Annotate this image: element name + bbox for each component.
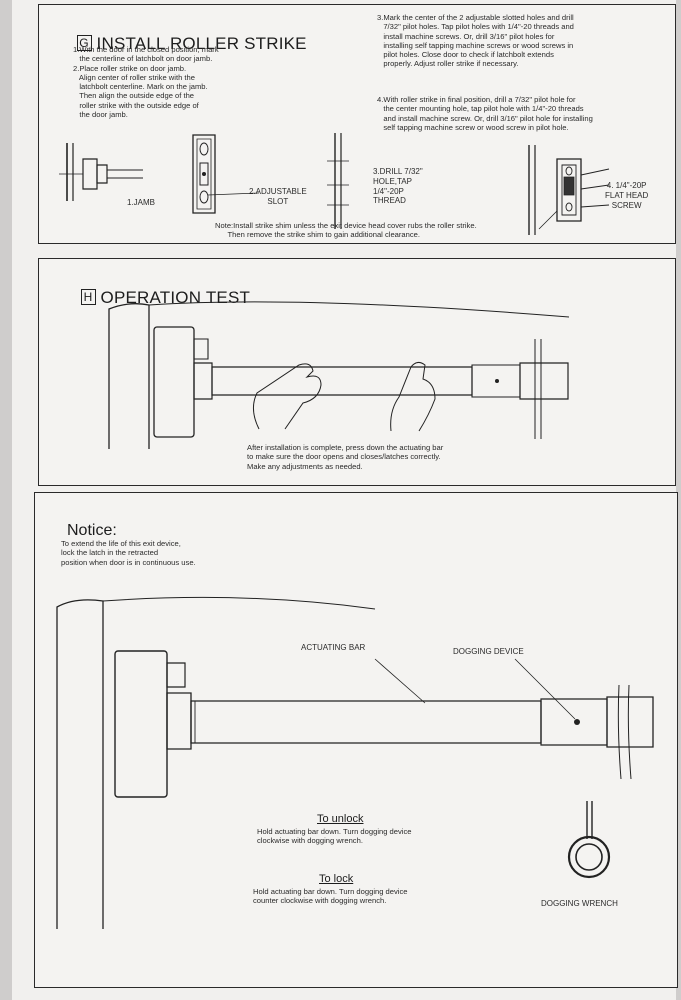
section-g-step-3: 3.Mark the center of the 2 adjustable sl… bbox=[377, 13, 574, 69]
notice-body: To extend the life of this exit device, … bbox=[61, 539, 196, 567]
section-notice-dogging: Notice: To extend the life of this exit … bbox=[34, 492, 678, 988]
label-actuating-bar: ACTUATING BAR bbox=[301, 643, 366, 652]
label-drill-hole: 3.DRILL 7/32" HOLE,TAP 1/4"-20P THREAD bbox=[373, 167, 423, 206]
label-jamb: 1.JAMB bbox=[127, 198, 156, 207]
label-dogging-device: DOGGING DEVICE bbox=[453, 647, 524, 656]
operation-test-illustration bbox=[99, 299, 599, 449]
section-g-step-4: 4.With roller strike in final position, … bbox=[377, 95, 593, 132]
roller-strike-diagram bbox=[189, 129, 269, 219]
section-h-letter: H bbox=[80, 288, 96, 305]
label-dogging-wrench: DOGGING WRENCH bbox=[541, 899, 618, 908]
section-g-steps-1-2: 1.With the door in the closed position, … bbox=[73, 45, 219, 119]
lock-title: To lock bbox=[319, 873, 354, 885]
unlock-title: To unlock bbox=[317, 813, 364, 825]
section-h-caption: After installation is complete, press do… bbox=[247, 443, 444, 471]
section-g-title: INSTALL ROLLER STRIKE bbox=[96, 33, 307, 53]
label-flat-head-screw: 4. 1/4"-20P FLAT HEAD SCREW bbox=[605, 181, 649, 210]
lock-text: Hold actuating bar down. Turn dogging de… bbox=[253, 887, 408, 906]
notice-title: Notice: bbox=[67, 522, 117, 539]
drill-hole-diagram bbox=[325, 131, 365, 231]
jamb-diagram bbox=[55, 143, 145, 203]
section-g-letter: G bbox=[76, 34, 92, 51]
unlock-text: Hold actuating bar down. Turn dogging de… bbox=[257, 827, 412, 846]
label-adjustable-slot: 2.ADJUSTABLE SLOT bbox=[249, 187, 307, 206]
screw-install-diagram bbox=[519, 145, 619, 237]
section-g-note: Note:Install strike shim unless the exit… bbox=[215, 221, 477, 240]
dogging-device-illustration bbox=[45, 589, 665, 929]
